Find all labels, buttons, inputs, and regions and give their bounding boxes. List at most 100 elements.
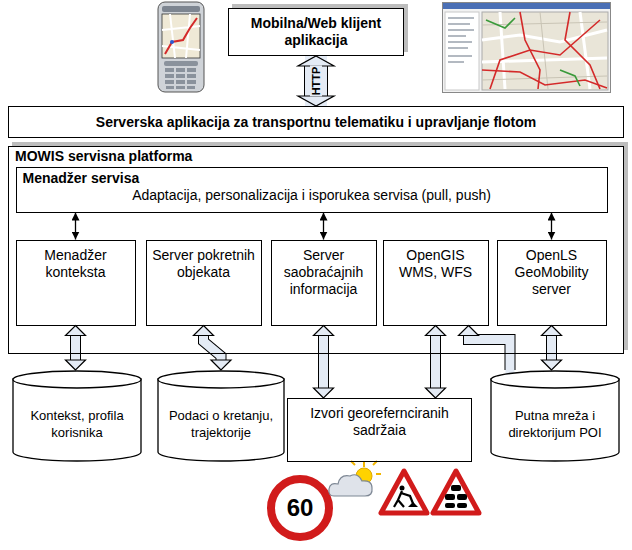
block-arrow-head <box>66 326 86 336</box>
block-arrow-head <box>66 360 86 370</box>
mobile-phone-illustration <box>158 2 204 92</box>
block-arrow-outline <box>204 336 222 361</box>
connector <box>323 213 324 240</box>
speed-limit-number: 60 <box>287 496 314 520</box>
cylinder-top <box>158 371 284 388</box>
mobile-phone-illustration-part <box>176 80 185 84</box>
service-manager-box: Menadžer servisaAdaptacija, personalizac… <box>16 167 608 213</box>
service-box: OpenGIS WMS, WFS <box>383 240 489 326</box>
block-arrow-outline <box>70 336 81 361</box>
block-arrow-head <box>194 326 214 336</box>
web-map-screenshot-part <box>482 70 607 88</box>
connector <box>194 326 232 371</box>
traffic-jam-sign-part <box>433 471 479 513</box>
web-map-screenshot <box>443 3 611 93</box>
web-map-screenshot-part <box>565 12 600 89</box>
platform-frame: Menadžer servisaAdaptacija, personalizac… <box>8 146 624 354</box>
database-cylinder: Podaci o kretanju, trajektorije <box>157 370 285 462</box>
cylinder-label: Kontekst, profila korisnika <box>18 407 136 441</box>
mobile-phone-illustration-part <box>165 18 197 54</box>
connector <box>298 56 334 106</box>
block-arrow-head <box>314 388 334 398</box>
block-arrow-outline <box>304 66 328 96</box>
mobile-phone-illustration-part <box>164 61 198 66</box>
mobile-phone-illustration-part <box>162 14 200 58</box>
connector-line <box>323 213 324 240</box>
connector <box>75 213 76 240</box>
connector <box>551 213 552 240</box>
service-box: OpenLS GeoMobility server <box>497 240 607 326</box>
cylinder-top <box>491 371 619 388</box>
web-map-screenshot-part <box>443 3 611 93</box>
traffic-jam-sign-part <box>445 503 455 508</box>
mobile-phone-illustration-part <box>166 86 174 89</box>
connector-line <box>75 213 76 240</box>
edge-label: HTTP <box>310 66 322 97</box>
mobile-phone-illustration-part <box>187 74 196 78</box>
road-works-sign-part <box>408 502 418 507</box>
block-arrow-fill <box>431 336 440 389</box>
service-box: Server pokretnih objekata <box>146 240 262 326</box>
service-box: Menadžer konteksta <box>16 240 136 326</box>
box-label: OpenGIS WMS, WFS <box>390 247 482 281</box>
traffic-jam-sign-part <box>457 503 467 508</box>
mobile-phone-illustration-part <box>162 6 200 12</box>
speed-limit-sign <box>271 479 329 537</box>
mobile-phone-illustration-part <box>176 74 185 78</box>
traffic-jam-sign-part <box>451 485 461 491</box>
block-arrow-head <box>211 360 231 370</box>
weather-icon-part <box>329 475 372 496</box>
road-works-sign-part <box>400 486 405 491</box>
cylinder-body <box>158 379 284 461</box>
connector <box>314 326 334 399</box>
cylinder-body <box>491 379 619 461</box>
block-arrow-head <box>459 326 479 336</box>
weather-icon <box>329 461 381 496</box>
web-map-screenshot-part <box>490 20 600 89</box>
connector <box>426 326 446 399</box>
web-map-screenshot-part <box>448 18 474 62</box>
mobile-phone-illustration-part <box>187 86 195 89</box>
road-works-sign <box>381 471 427 513</box>
block-arrow-head <box>314 326 334 336</box>
block-arrow-fill <box>305 66 327 96</box>
block-arrow-head <box>426 388 446 398</box>
block-arrow-head <box>298 56 334 66</box>
server-app-band: Serverska aplikacija za transportnu tele… <box>8 106 624 138</box>
block-arrow-outline <box>469 336 511 371</box>
web-map-screenshot-part <box>482 12 607 89</box>
mobile-phone-illustration-part <box>170 40 174 44</box>
connector <box>66 326 86 371</box>
box-label: Server saobraćajnih informacija <box>276 247 372 298</box>
weather-icon-part-part <box>363 462 365 467</box>
block-arrow-fill <box>71 336 80 361</box>
traffic-jam-sign-part <box>445 494 455 500</box>
block-arrow-outline <box>318 336 329 389</box>
web-map-screenshot-part <box>482 12 608 90</box>
web-map-screenshot-part <box>482 12 607 89</box>
block-arrow-fill <box>204 336 222 361</box>
box-heading: Menadžer servisa <box>23 170 601 187</box>
block-arrow-head <box>426 326 446 336</box>
mobile-phone-illustration-part <box>158 2 204 92</box>
frame-heading: MOWIS servisna platforma <box>15 148 617 165</box>
speed-limit-sign-part <box>271 479 329 537</box>
web-map-screenshot-part <box>443 3 610 9</box>
block-arrow-head <box>542 360 562 370</box>
box-label: Server pokretnih objekata <box>151 247 257 281</box>
mobile-phone-illustration-part <box>165 74 174 78</box>
box-body: Adaptacija, personalizacija i isporukea … <box>23 187 601 204</box>
weather-icon-part-part <box>376 473 381 475</box>
block-arrow-outline <box>430 336 441 389</box>
block-arrow-head <box>542 326 562 336</box>
mobile-phone-illustration-part <box>165 68 174 72</box>
block-arrow-fill <box>469 336 511 371</box>
mobile-phone-illustration-part <box>176 68 185 72</box>
web-map-screenshot-part <box>445 12 479 90</box>
client-app-box: Mobilna/Web klijent aplikacija <box>228 8 404 56</box>
road-works-sign-part <box>381 471 427 513</box>
cylinder-top <box>13 371 141 388</box>
database-cylinder: Kontekst, profila korisnika <box>12 370 142 462</box>
